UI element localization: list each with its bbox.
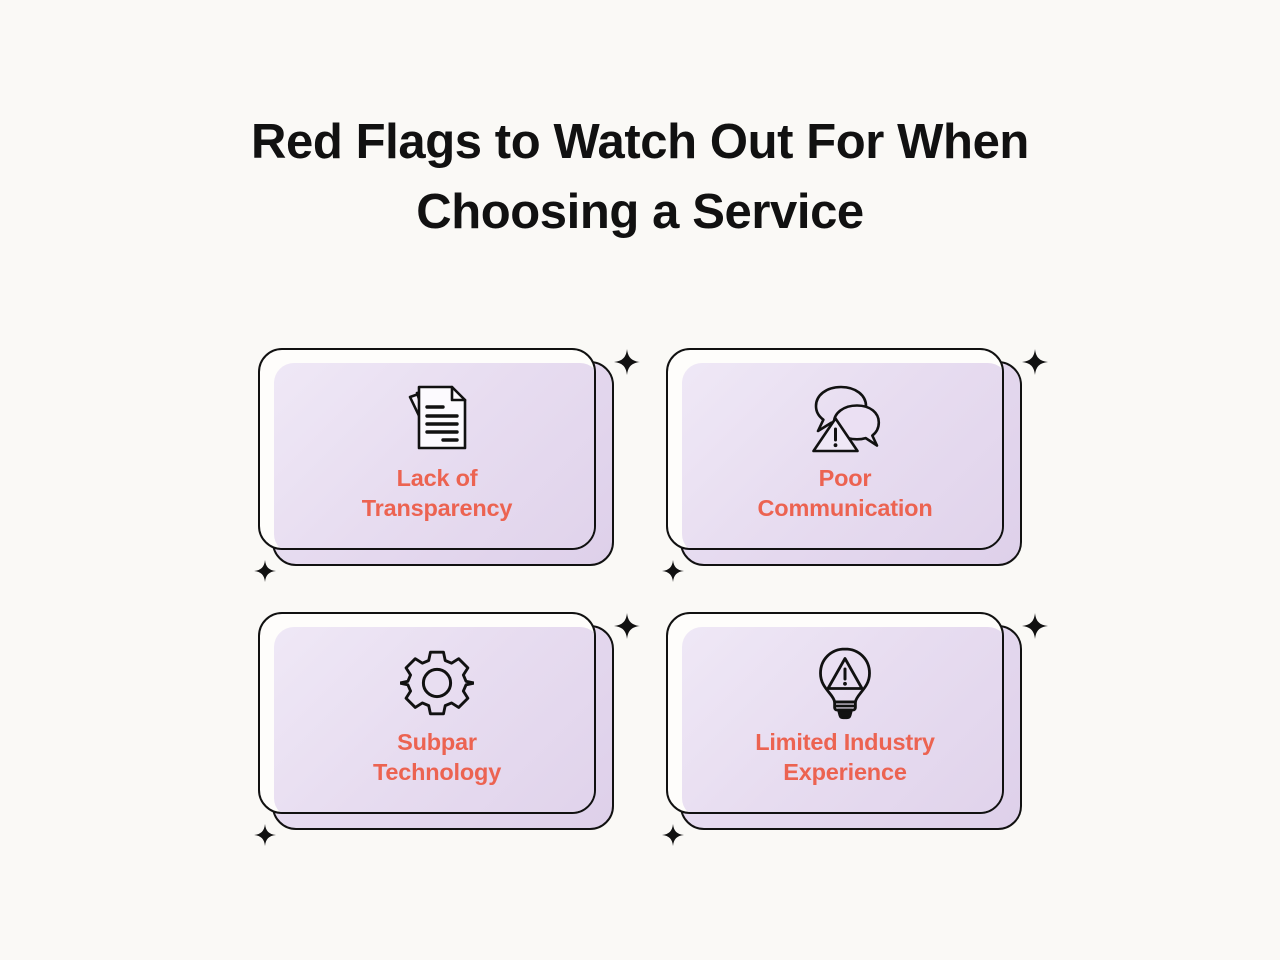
card-label-line2: Transparency: [361, 495, 513, 522]
sparkle-icon: [254, 824, 276, 846]
card-label-line1: Poor: [818, 465, 872, 491]
sparkle-icon: [1022, 349, 1048, 375]
card-subpar-technology[interactable]: Subpar Technology: [254, 612, 640, 846]
card-label-line1: Limited Industry: [755, 729, 935, 755]
lightbulb-warning-icon: [802, 643, 888, 723]
gear-icon: [394, 643, 480, 723]
sparkle-icon: [614, 349, 640, 375]
card-lack-of-transparency[interactable]: Lack of Transparency: [254, 348, 640, 582]
card-label-line1: Subpar: [397, 729, 477, 755]
card-surface: Poor Communication: [666, 348, 1004, 550]
card-label-line2: Technology: [372, 759, 502, 786]
card-poor-communication[interactable]: Poor Communication: [662, 348, 1048, 582]
card-surface: Subpar Technology: [258, 612, 596, 814]
sparkle-icon: [254, 560, 276, 582]
documents-stack-icon: [394, 379, 480, 459]
card-inner-panel: Lack of Transparency: [274, 363, 594, 548]
card-surface: Limited Industry Experience: [666, 612, 1004, 814]
card-inner-panel: Limited Industry Experience: [682, 627, 1002, 812]
card-label-line2: Experience: [783, 759, 907, 786]
card-label: Lack of Transparency: [287, 463, 587, 523]
red-flags-card-grid: Lack of Transparency: [254, 348, 1048, 846]
page-title: Red Flags to Watch Out For When Choosing…: [251, 115, 1029, 239]
card-surface: Lack of Transparency: [258, 348, 596, 550]
sparkle-icon: [662, 560, 684, 582]
card-label: Poor Communication: [695, 463, 995, 523]
sparkle-icon: [662, 824, 684, 846]
card-inner-panel: Poor Communication: [682, 363, 1002, 548]
sparkle-icon: [1022, 613, 1048, 639]
card-label: Limited Industry Experience: [695, 727, 995, 787]
sparkle-icon: [614, 613, 640, 639]
speech-bubbles-warning-icon: [802, 379, 888, 459]
card-label-line2: Communication: [757, 495, 933, 522]
card-inner-panel: Subpar Technology: [274, 627, 594, 812]
card-label-line1: Lack of: [396, 465, 478, 491]
card-label: Subpar Technology: [287, 727, 587, 787]
card-limited-industry-experience[interactable]: Limited Industry Experience: [662, 612, 1048, 846]
